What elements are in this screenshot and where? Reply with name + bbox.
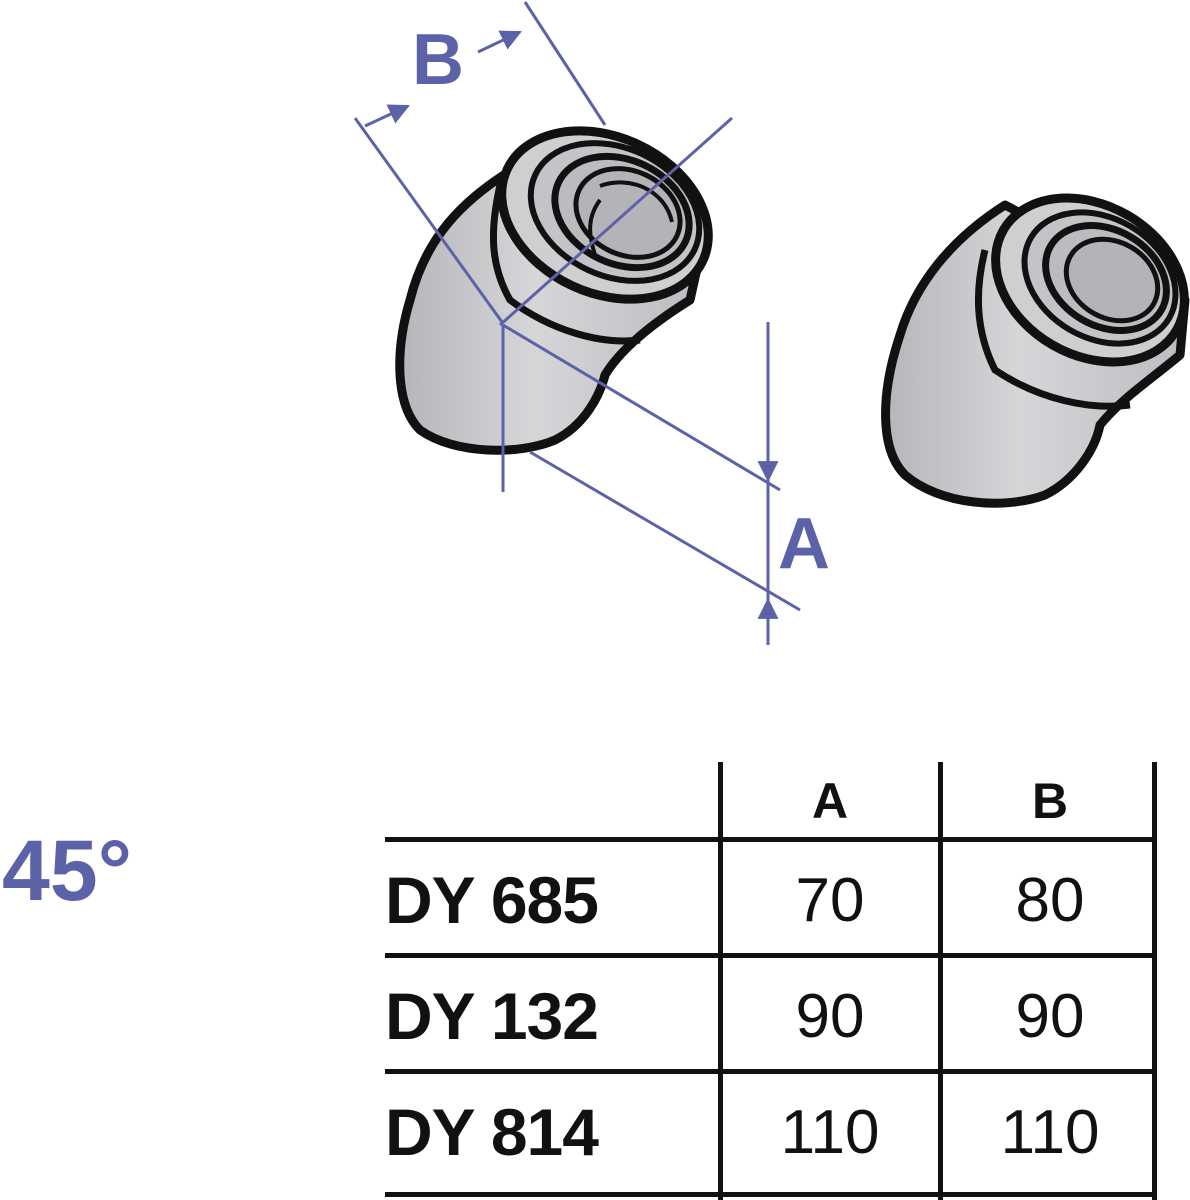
value-a: 70 [795, 865, 865, 935]
elbow-illustration [353, 1, 1190, 645]
value-b: 110 [1000, 1097, 1100, 1167]
table-row: DY 814 110 110 [385, 1074, 1160, 1190]
table-row: DY 685 70 80 [385, 842, 1160, 958]
value-b: 80 [1015, 865, 1085, 935]
angle-label: 45° [2, 823, 133, 919]
dimension-label-b: B [412, 20, 464, 100]
column-header-a: A [811, 773, 849, 829]
column-header-b: B [1031, 773, 1069, 829]
table-divider [938, 762, 943, 1200]
product-code: DY 685 [385, 863, 599, 937]
b-arrow-right [477, 30, 522, 54]
b-arrow-left [364, 104, 410, 128]
table-divider [718, 762, 723, 1200]
value-a: 110 [780, 1097, 880, 1167]
elbow-dimensioned [395, 126, 713, 455]
product-code: DY 814 [385, 1095, 599, 1169]
elbow-plain [881, 193, 1190, 508]
table-divider [385, 953, 1155, 958]
table-row: DY 132 90 90 [385, 958, 1160, 1074]
dimension-table: A B DY 685 70 80 DY 132 90 90 DY 814 110… [385, 762, 1160, 1200]
table-divider [385, 1192, 1155, 1197]
table-divider [1152, 762, 1157, 1200]
table-divider [385, 837, 1155, 842]
value-a: 90 [795, 981, 865, 1051]
dimension-label-a: A [778, 504, 830, 584]
product-code: DY 132 [385, 979, 599, 1053]
table-divider [385, 1069, 1155, 1074]
value-b: 90 [1015, 981, 1085, 1051]
dimension-lines [353, 1, 801, 645]
